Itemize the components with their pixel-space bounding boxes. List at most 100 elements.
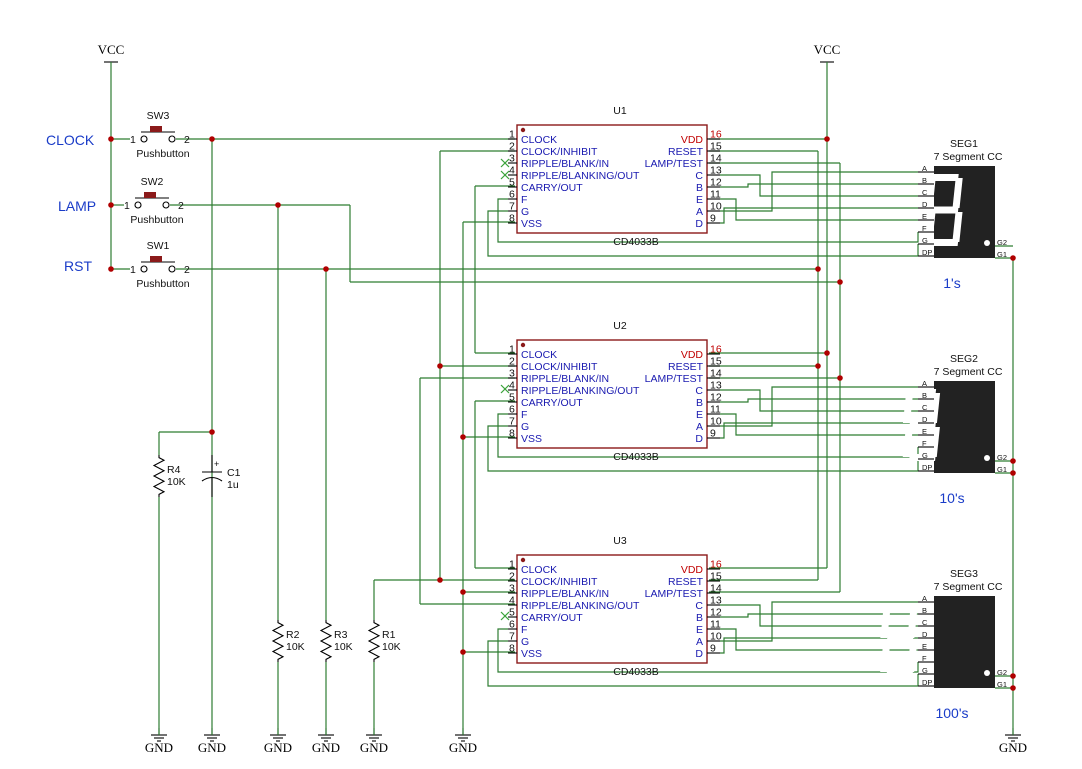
ic-left-pin-num: 1 (509, 559, 515, 571)
segment-wires (487, 171, 919, 687)
junction-dot (837, 375, 843, 381)
display-gnd-pin-label: G2 (997, 668, 1007, 677)
ic-left-pin-name: CLOCK/INHIBIT (521, 146, 598, 158)
gnd-label: GND (449, 740, 477, 755)
ic-right-pin-name: C (695, 385, 703, 397)
junction-dot (837, 279, 843, 285)
junction-dot (460, 649, 466, 655)
vcc-label: VCC (98, 42, 125, 57)
ic-right-pin-name: A (696, 421, 703, 433)
ic-left-pin-num: 2 (509, 141, 515, 153)
ic-left-pin-name: RIPPLE/BLANKING/OUT (521, 170, 640, 182)
ic-left-pin-name: RIPPLE/BLANKING/OUT (521, 385, 640, 397)
ic-ref: U1 (613, 105, 627, 117)
ic-part: CD4033B (613, 236, 659, 248)
display-pin-label: E (922, 212, 927, 221)
r4-value: 10K (167, 476, 186, 488)
ic-right-pin-name: B (696, 612, 703, 624)
junction-dot (108, 202, 114, 208)
ic-left-pin-name: F (521, 194, 527, 206)
ic-right-pin-num: 9 (710, 643, 716, 655)
junction-dot (815, 266, 821, 272)
ic-right-pin-name: RESET (668, 576, 704, 588)
r4-ref: R4 (167, 464, 181, 476)
ic-left-pin-name: CARRY/OUT (521, 612, 583, 624)
display-pin-label: C (922, 188, 928, 197)
ic-left-pin-num: 2 (509, 356, 515, 368)
ic-right-pin-num: 15 (710, 356, 722, 368)
gnd-symbol: GND (198, 728, 226, 755)
ic-right-pin-name: C (695, 170, 703, 182)
display-pin-label: A (922, 594, 927, 603)
ic-left-pin-num: 3 (509, 368, 515, 380)
ic-right-pin-num: 12 (710, 177, 722, 189)
no-connect-mark (500, 170, 510, 180)
clock-net-label: CLOCK (46, 132, 95, 148)
display-pin-label: F (922, 439, 927, 448)
ic-left-pin-num: 3 (509, 153, 515, 165)
junction-dot (437, 363, 443, 369)
no-connect-mark (500, 158, 510, 168)
display-pin-label: DP (922, 463, 932, 472)
ic-right-pin-name: E (696, 409, 703, 421)
display-pin-label: B (922, 176, 927, 185)
ic-left-pin-name: CARRY/OUT (521, 182, 583, 194)
ic-right-pin-num: 15 (710, 571, 722, 583)
switch-type: Pushbutton (130, 214, 183, 226)
gnd-symbol: GND (312, 728, 340, 755)
ic-right-pin-name: A (696, 206, 703, 218)
r1-value: 10K (382, 641, 401, 653)
r3-value: 10K (334, 641, 353, 653)
c1-polarity: + (214, 459, 219, 469)
ic-right-pin-num: 9 (710, 213, 716, 225)
ic-right-pin-num: 12 (710, 392, 722, 404)
junction-dot (275, 202, 281, 208)
switch-pin-1: 1 (124, 200, 130, 212)
display-caption: 100's (935, 705, 968, 721)
display-pin-label: C (922, 618, 928, 627)
junction-dot (209, 429, 215, 435)
gnd-label: GND (198, 740, 226, 755)
display-pin-label: G (922, 236, 928, 245)
ic-right-pin-num: 11 (710, 619, 721, 631)
display-pin-label: E (922, 642, 927, 651)
ic-right-pin-num: 16 (710, 559, 722, 571)
gnd-label: GND (312, 740, 340, 755)
display-pin-label: A (922, 379, 927, 388)
display-pin-label: E (922, 427, 927, 436)
no-connect-mark (500, 384, 510, 394)
display-pin-label: DP (922, 678, 932, 687)
display-pin-label: B (922, 391, 927, 400)
ic-left-pin-name: F (521, 409, 527, 421)
ic-right-pin-name: D (695, 648, 703, 660)
ic-left-pin-num: 8 (509, 213, 515, 225)
gnd-symbol: GND (145, 728, 173, 755)
switch-pin-2: 2 (178, 200, 184, 212)
ic-right-pin-num: 10 (710, 201, 722, 213)
junction-dot (1010, 685, 1016, 691)
junction-dot (460, 589, 466, 595)
ic-right-pin-name: VDD (681, 564, 704, 576)
junction-dot (1010, 673, 1016, 679)
ic-left-pin-num: 6 (509, 189, 515, 201)
ic-left-pin-name: CARRY/OUT (521, 397, 583, 409)
ic-right-pin-num: 11 (710, 404, 721, 416)
ic-left-pin-num: 3 (509, 583, 515, 595)
display-gnd-pin-label: G1 (997, 465, 1007, 474)
junction-dot (323, 266, 329, 272)
display-pin-label: G (922, 666, 928, 675)
ic-left-pin-num: 6 (509, 404, 515, 416)
ic-right-pin-name: VDD (681, 349, 704, 361)
junction-dot (1010, 470, 1016, 476)
ic-right-pin-name: D (695, 433, 703, 445)
ic-ref: U3 (613, 535, 627, 547)
gnd-label: GND (145, 740, 173, 755)
ic-right-pin-num: 12 (710, 607, 722, 619)
